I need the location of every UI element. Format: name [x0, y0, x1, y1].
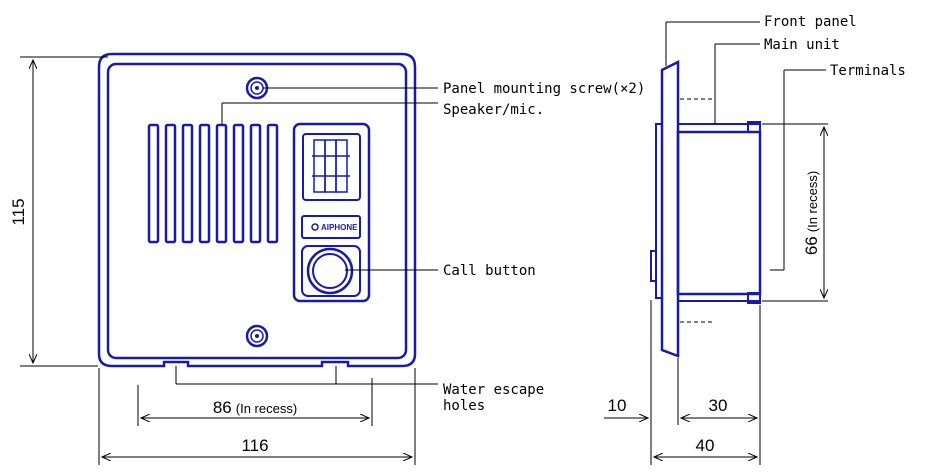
camera-window: [302, 133, 361, 201]
mounting-screw-bottom: [245, 324, 269, 348]
label-panel-screw: Panel mounting screw(×2): [443, 81, 645, 97]
terminal-top: [747, 121, 761, 133]
label-speaker: Speaker/mic.: [443, 102, 544, 118]
dim-height-text: 115: [9, 198, 28, 225]
control-module: [292, 122, 371, 303]
dimension-height: [20, 56, 108, 367]
dimension-holes: [137, 378, 373, 426]
dim-front-depth-text: 10: [608, 396, 627, 415]
side-main-unit: [676, 130, 762, 296]
front-panel-inner-border: [106, 62, 408, 360]
label-main-unit: Main unit: [764, 37, 840, 53]
dim-width-text: 116: [241, 436, 268, 455]
dim-total-depth-text: 40: [696, 436, 715, 455]
dimension-depth: [604, 300, 761, 465]
dim-side-height-text: 66(In recess): [802, 171, 821, 255]
front-view: AIPHONE: [97, 52, 417, 368]
side-panel-tab: [650, 250, 657, 282]
front-panel-outline: [97, 52, 417, 368]
dim-unit-depth-text: 30: [709, 396, 728, 415]
side-leaders: [665, 21, 826, 271]
dimension-side-height: [762, 123, 828, 302]
front-leaders: [175, 87, 438, 385]
label-call-button: Call button: [443, 263, 536, 279]
dim-holes-text: 86(In recess): [213, 398, 297, 417]
terminal-bottom: [747, 292, 761, 304]
call-button: [301, 245, 361, 297]
side-front-panel: [660, 59, 680, 358]
label-water-holes: holes: [443, 398, 485, 414]
brand-logo-text: AIPHONE: [321, 223, 358, 232]
dimension-width: [98, 368, 416, 465]
label-terminals: Terminals: [830, 63, 906, 79]
side-view: [650, 59, 762, 358]
brand-plate: AIPHONE: [301, 215, 361, 239]
speaker-grille: [147, 123, 279, 244]
label-water-escape: Water escape: [443, 382, 544, 398]
side-panel-lip: [655, 123, 663, 299]
label-front-panel: Front panel: [764, 14, 857, 30]
